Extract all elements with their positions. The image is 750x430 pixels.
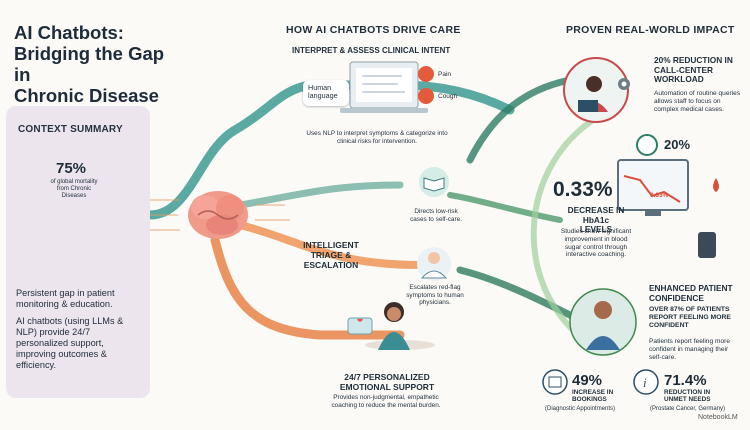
call-center-badge-value: 20% [664, 137, 691, 152]
unmet-needs-value: 71.4% [664, 372, 707, 389]
unmet-needs-heading: REDUCTION IN UNMET NEEDS [664, 389, 711, 404]
context-text-chatbots: AI chatbots (using LLMs & NLP) provide 2… [16, 316, 124, 370]
pain-label: Pain [438, 71, 452, 78]
flow-path-impact-low [456, 266, 584, 324]
doctor-icon [417, 247, 451, 281]
escalate-description: Escalates red-flag symptoms to human phy… [406, 284, 464, 307]
interpret-title: INTERPRET & ASSESS CLINICAL INTENT [292, 46, 451, 55]
flow-path-escalate [236, 221, 424, 269]
bookings-value: 49% [572, 372, 603, 389]
flow-path-selfcare [236, 181, 404, 209]
triage-title: INTELLIGENT TRIAGE & ESCALATION [303, 240, 359, 270]
info-icon: i [633, 369, 659, 395]
hba1c-heading: DECREASE IN HbA1c LEVELS [567, 205, 625, 234]
pain-icon-circle [418, 66, 434, 82]
chart-value-label: 0.33% [650, 192, 669, 199]
monitor-chart-illustration [617, 159, 719, 258]
confidence-description: Patients report feeling more confident i… [649, 338, 730, 361]
gear-icon [618, 78, 630, 90]
svg-text:i: i [643, 375, 647, 390]
cough-label: Cough [438, 93, 458, 100]
flow-path-impact-top [466, 76, 574, 164]
title-line: Bridging the Gap in [14, 43, 165, 85]
confidence-heading: ENHANCED PATIENT CONFIDENCE [649, 283, 733, 303]
confidence-subheading: OVER 87% OF PATIENTS REPORT FEELING MORE… [649, 306, 731, 329]
context-summary-card [6, 106, 150, 398]
man-illustration [569, 288, 637, 356]
title-line: AI Chatbots: [14, 22, 124, 43]
flow-path-interpret [145, 80, 515, 220]
bookings-description: (Diagnostic Appointments) [545, 406, 616, 412]
selfcare-description: Directs low-risk cases to self-care. [410, 208, 462, 223]
user-badge-icon [636, 134, 658, 156]
emotional-support-description: Provides non-judgmental, empathetic coac… [331, 394, 441, 409]
calendar-icon [542, 369, 568, 395]
human-language-label: Human language [308, 83, 338, 101]
flow-path-impact-mid [447, 192, 563, 223]
call-center-illustration [563, 57, 629, 123]
call-center-description: Automation of routine queries allows sta… [654, 90, 741, 113]
bookings-heading: INCREASE IN BOOKINGS [572, 389, 614, 404]
unmet-needs-description: (Prostate Cancer, Germany) [650, 406, 726, 412]
interpret-description: Uses NLP to interpret symptoms & categor… [306, 130, 448, 145]
book-icon [419, 167, 449, 197]
impact-heading: PROVEN REAL-WORLD IMPACT [566, 24, 735, 36]
mortality-stat-value: 75% [56, 160, 87, 177]
notebooklm-watermark: NotebookLM [698, 414, 738, 421]
context-summary-heading: CONTEXT SUMMARY [18, 124, 123, 135]
mortality-stat-label: of global mortality from Chronic Disease… [50, 179, 98, 199]
human-language-card: Human language [303, 80, 349, 106]
hba1c-description: Studies show significant improvement in … [560, 228, 632, 259]
hba1c-value: 0.33% [553, 178, 613, 201]
brain-icon [188, 191, 248, 239]
emotional-support-title: 24/7 PERSONALIZED EMOTIONAL SUPPORT [339, 372, 435, 392]
flow-path-emotional [210, 235, 405, 340]
circular-flow-arc [530, 107, 612, 353]
woman-illustration [347, 302, 435, 350]
circuit-lines [150, 199, 290, 231]
cough-icon-circle [418, 88, 434, 104]
call-center-heading: 20% REDUCTION IN CALL-CENTER WORKLOAD [654, 55, 733, 84]
context-text-gap: Persistent gap in patient monitoring & e… [16, 288, 115, 309]
laptop-interface-illustration [340, 61, 428, 113]
center-heading: HOW AI CHATBOTS DRIVE CARE [286, 24, 461, 36]
